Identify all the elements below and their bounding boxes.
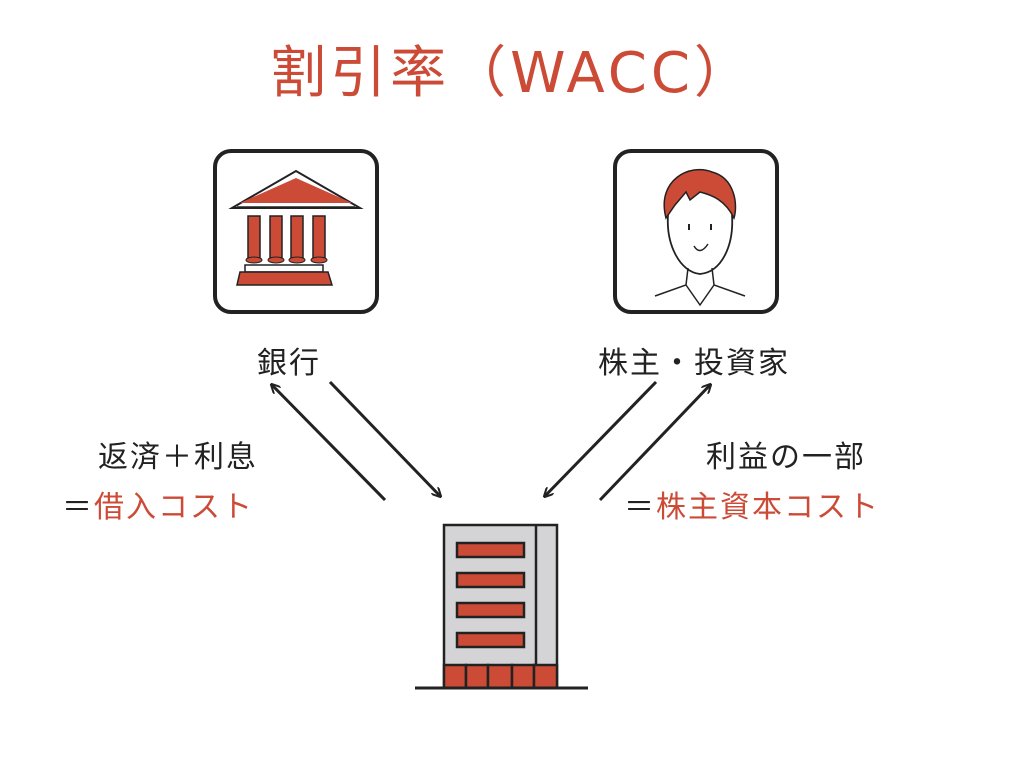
equity-cost-label: 株主資本コスト: [656, 490, 880, 525]
equals-sign: ＝: [624, 490, 656, 525]
investor-label: 株主・投資家: [598, 346, 790, 381]
person-icon: [613, 149, 779, 314]
bank-icon: [213, 149, 379, 314]
building-icon: [415, 523, 588, 690]
arrow-to-bank: [272, 385, 387, 502]
page-title: 割引率（WACC）: [270, 41, 754, 106]
debt-cost-label: 借入コスト: [94, 490, 254, 525]
arrow-from-investor: [545, 380, 658, 496]
arrow-from-bank: [328, 380, 440, 496]
left-flow-cost: ＝借入コスト: [62, 482, 254, 526]
arrow-to-investor: [598, 385, 710, 502]
equals-sign: ＝: [62, 490, 94, 525]
right-flow-cost: ＝株主資本コスト: [624, 482, 880, 526]
right-flow-text: 利益の一部: [706, 440, 866, 475]
bank-label: 銀行: [257, 346, 321, 381]
left-flow-text: 返済＋利息: [98, 440, 258, 475]
